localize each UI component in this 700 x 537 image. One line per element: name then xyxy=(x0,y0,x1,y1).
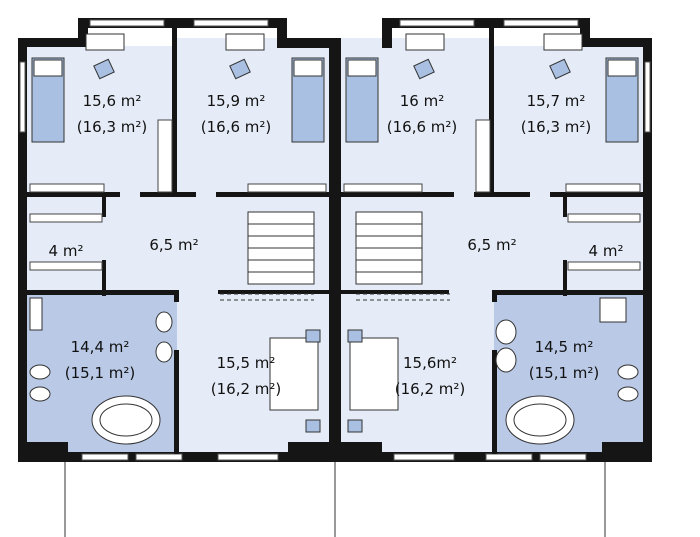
room-area-alt: (15,1 m²) xyxy=(65,364,136,382)
chair-icon xyxy=(413,58,435,80)
shower-icon xyxy=(599,297,627,323)
room-area: 14,4 m² xyxy=(71,338,130,356)
dimension-lines xyxy=(64,462,606,537)
room-area: 6,5 m² xyxy=(467,236,516,254)
wardrobe-icon xyxy=(565,183,641,193)
chair-icon xyxy=(229,58,251,80)
wardrobe-icon xyxy=(567,261,641,271)
wardrobe-icon xyxy=(247,183,327,193)
shower-icon xyxy=(29,297,43,331)
room-area-alt: (16,3 m²) xyxy=(77,118,148,136)
wardrobe-icon xyxy=(29,261,103,271)
room-area: 14,5 m² xyxy=(535,338,594,356)
wardrobe-icon xyxy=(343,183,423,193)
beds xyxy=(31,57,639,143)
table-icon xyxy=(349,337,399,411)
tables xyxy=(269,329,399,433)
room-area-alt: (15,1 m²) xyxy=(529,364,600,382)
toilet-icon xyxy=(617,386,639,402)
room-area: 15,9 m² xyxy=(207,92,266,110)
exterior-walls xyxy=(18,18,652,462)
wardrobes xyxy=(29,119,641,271)
room-labels: 15,6 m² (16,3 m²) 15,9 m² (16,6 m²) 16 m… xyxy=(49,92,624,398)
room-area-alt: (16,6 m²) xyxy=(201,118,272,136)
room-area: 15,6m² xyxy=(403,354,457,372)
table-icon xyxy=(269,337,319,411)
sink-icon xyxy=(155,341,173,363)
room-area: 15,6 m² xyxy=(83,92,142,110)
room-area: 15,7 m² xyxy=(527,92,586,110)
room-area: 6,5 m² xyxy=(149,236,198,254)
windows xyxy=(19,19,651,461)
wardrobe-icon xyxy=(475,119,491,193)
toilet-icon xyxy=(29,386,51,402)
room-area: 16 m² xyxy=(400,92,444,110)
interior-walls xyxy=(27,28,643,454)
wardrobe-icon xyxy=(29,183,105,193)
room-area-alt: (16,2 m²) xyxy=(211,380,282,398)
wardrobe-icon xyxy=(567,213,641,223)
room-area: 4 m² xyxy=(589,242,624,260)
desk-icon xyxy=(543,33,583,51)
sink-icon xyxy=(495,347,517,373)
chair-icon xyxy=(93,58,115,80)
wardrobe-icon xyxy=(29,213,103,223)
bath-fixtures xyxy=(29,297,639,445)
desk-icon xyxy=(85,33,125,51)
wardrobe-icon xyxy=(157,119,173,193)
sink-icon xyxy=(495,319,517,345)
desks xyxy=(85,33,583,80)
room-area-alt: (16,3 m²) xyxy=(521,118,592,136)
toilet-icon xyxy=(617,364,639,380)
toilet-icon xyxy=(29,364,51,380)
stairs xyxy=(220,211,450,301)
desk-icon xyxy=(225,33,265,51)
desk-icon xyxy=(405,33,445,51)
room-area-alt: (16,2 m²) xyxy=(395,380,466,398)
chair-icon xyxy=(549,58,571,80)
room-area-alt: (16,6 m²) xyxy=(387,118,458,136)
room-area: 15,5 m² xyxy=(217,354,276,372)
room-area: 4 m² xyxy=(49,242,84,260)
sink-icon xyxy=(155,311,173,333)
